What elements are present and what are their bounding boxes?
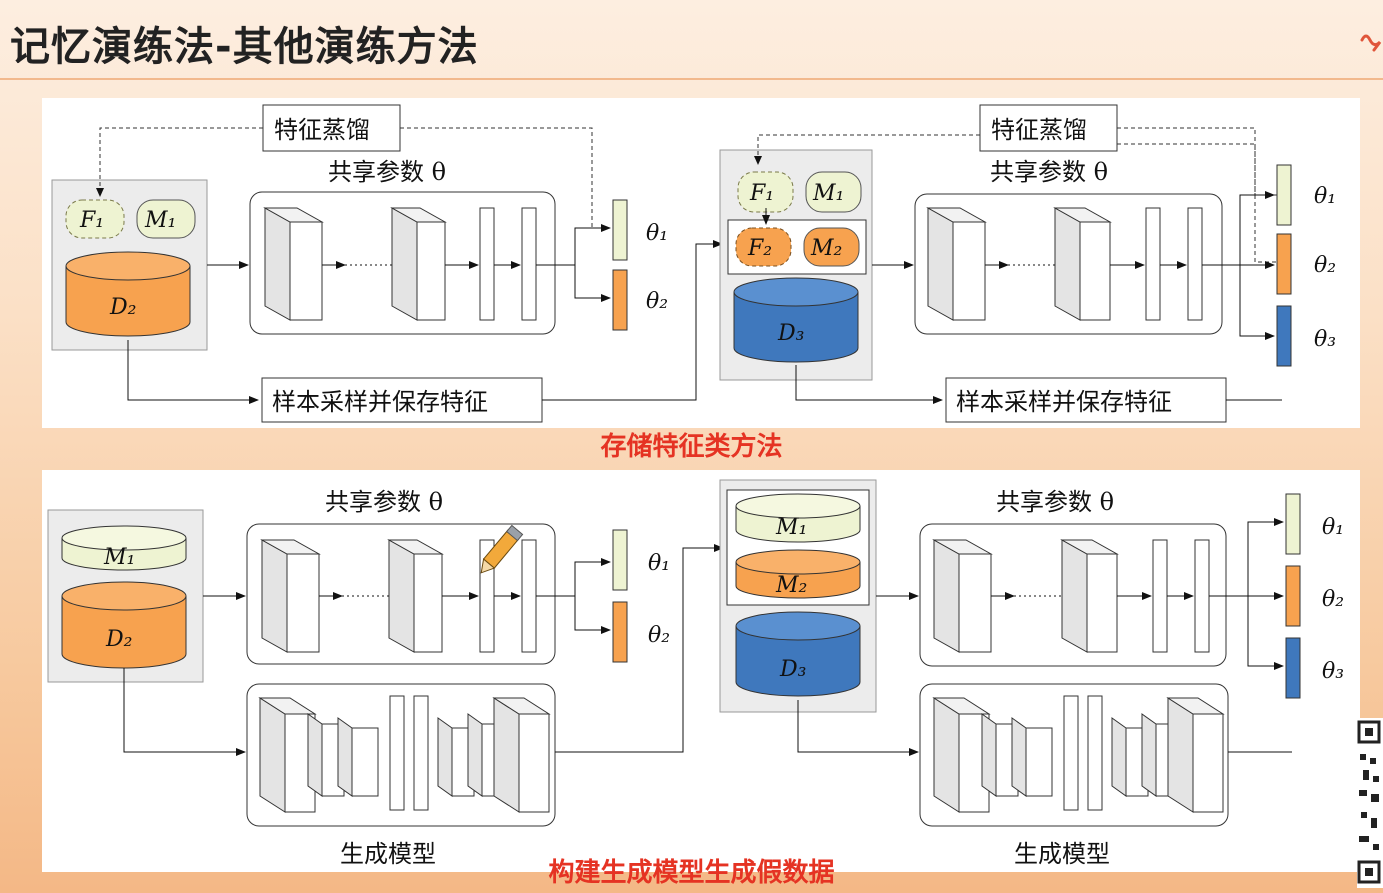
right-head-theta2-bottom (1285, 565, 1301, 627)
left-head-theta2-label: θ₂ (646, 289, 668, 314)
svg-text:M₁: M₁ (103, 545, 135, 570)
left-head-theta1-label: θ₁ (646, 221, 668, 246)
right-shared-params-label-bottom: 共享参数 θ (996, 488, 1114, 516)
right-generator-layers (932, 695, 1225, 813)
generative-replay-caption: 构建生成模型生成假数据 (548, 858, 835, 888)
left-head-theta1-label-bottom: θ₁ (648, 551, 670, 576)
left-shared-params-label-bottom: 共享参数 θ (325, 488, 443, 516)
right-sample-label: 样本采样并保存特征 (945, 377, 1227, 423)
svg-text:M₁: M₁ (144, 208, 176, 233)
left-generator-label: 生成模型 (340, 840, 436, 868)
left-distill-label: 特征蒸馏 (262, 104, 401, 152)
svg-text:特征蒸馏: 特征蒸馏 (991, 116, 1087, 144)
right-head-theta1-bottom (1285, 493, 1301, 555)
svg-text:D₂: D₂ (109, 295, 136, 320)
svg-text:M₂: M₂ (810, 236, 842, 261)
left-head-theta2-label-bottom: θ₂ (648, 623, 670, 648)
left-head-theta1 (612, 199, 628, 261)
right-generator-label: 生成模型 (1014, 840, 1110, 868)
pencil-icon (480, 524, 524, 574)
svg-text:M₁: M₁ (812, 181, 844, 206)
right-network-layers-bottom (932, 539, 1210, 653)
left-memory-m1: M₁ (136, 199, 196, 239)
right-feature-memory-f2: F₂ (735, 227, 792, 267)
left-dataset-d2: D₂ (65, 251, 191, 337)
right-memory-m1: M₁ (805, 171, 862, 213)
right-head-theta2 (1276, 233, 1292, 295)
slide-title: 记忆演练法-其他演练方法 (10, 24, 479, 70)
right-head-theta2-label-bottom: θ₂ (1322, 587, 1344, 612)
right-memory-m1-bottom: M₁ (735, 493, 861, 543)
right-head-theta3-label-bottom: θ₃ (1322, 659, 1344, 684)
svg-text:D₃: D₃ (779, 657, 806, 682)
right-head-theta1-label-bottom: θ₁ (1322, 515, 1344, 540)
right-dataset-d3-bottom: D₃ (735, 611, 861, 697)
left-shared-params-label: 共享参数 θ (328, 158, 446, 186)
right-head-theta2-label: θ₂ (1314, 253, 1336, 278)
right-head-theta1-label: θ₁ (1314, 184, 1336, 209)
left-network-layers (263, 207, 537, 321)
feature-storage-caption: 存储特征类方法 (600, 432, 783, 462)
left-dataset-d2-bottom: D₂ (61, 581, 187, 669)
svg-text:F₁: F₁ (79, 208, 104, 233)
right-distill-label: 特征蒸馏 (979, 104, 1118, 152)
svg-text:D₂: D₂ (105, 627, 132, 652)
right-memory-m2-bottom: M₂ (735, 549, 861, 599)
right-shared-params-label: 共享参数 θ (990, 158, 1108, 186)
left-feature-memory-f1: F₁ (65, 199, 125, 239)
right-dataset-d3: D₃ (733, 277, 859, 363)
right-memory-m2: M₂ (803, 227, 860, 267)
svg-text:F₁: F₁ (749, 181, 774, 206)
title-divider (0, 78, 1383, 80)
qr-code-icon (1357, 718, 1383, 888)
left-generator-layers (258, 695, 551, 813)
right-head-theta1 (1276, 164, 1292, 226)
left-memory-m1-bottom: M₁ (61, 525, 187, 571)
left-head-theta1-bottom (612, 529, 628, 591)
generative-replay-diagram: M₁ D₂ 共享参数 θ θ₁ θ₂ (42, 470, 1360, 872)
left-sample-label: 样本采样并保存特征 (261, 377, 543, 423)
svg-text:样本采样并保存特征: 样本采样并保存特征 (956, 388, 1172, 416)
right-head-theta3-bottom (1285, 637, 1301, 699)
svg-text:特征蒸馏: 特征蒸馏 (274, 116, 370, 144)
svg-text:D₃: D₃ (777, 321, 804, 346)
right-network-layers (926, 207, 1203, 321)
svg-text:M₁: M₁ (775, 515, 807, 540)
svg-text:样本采样并保存特征: 样本采样并保存特征 (272, 388, 488, 416)
right-head-theta3-label: θ₃ (1314, 327, 1336, 352)
svg-text:F₂: F₂ (747, 236, 772, 261)
logo-icon (1360, 34, 1382, 52)
svg-text:M₂: M₂ (775, 573, 807, 598)
right-head-theta3 (1276, 305, 1292, 367)
right-feature-memory-f1: F₁ (737, 171, 794, 213)
left-head-theta2 (612, 269, 628, 331)
left-head-theta2-bottom (612, 601, 628, 663)
feature-storage-diagram: F₁ M₁ D₂ 特征蒸馏 共享参数 θ θ₁ θ₂ 样本采样并保存特 (42, 98, 1360, 428)
